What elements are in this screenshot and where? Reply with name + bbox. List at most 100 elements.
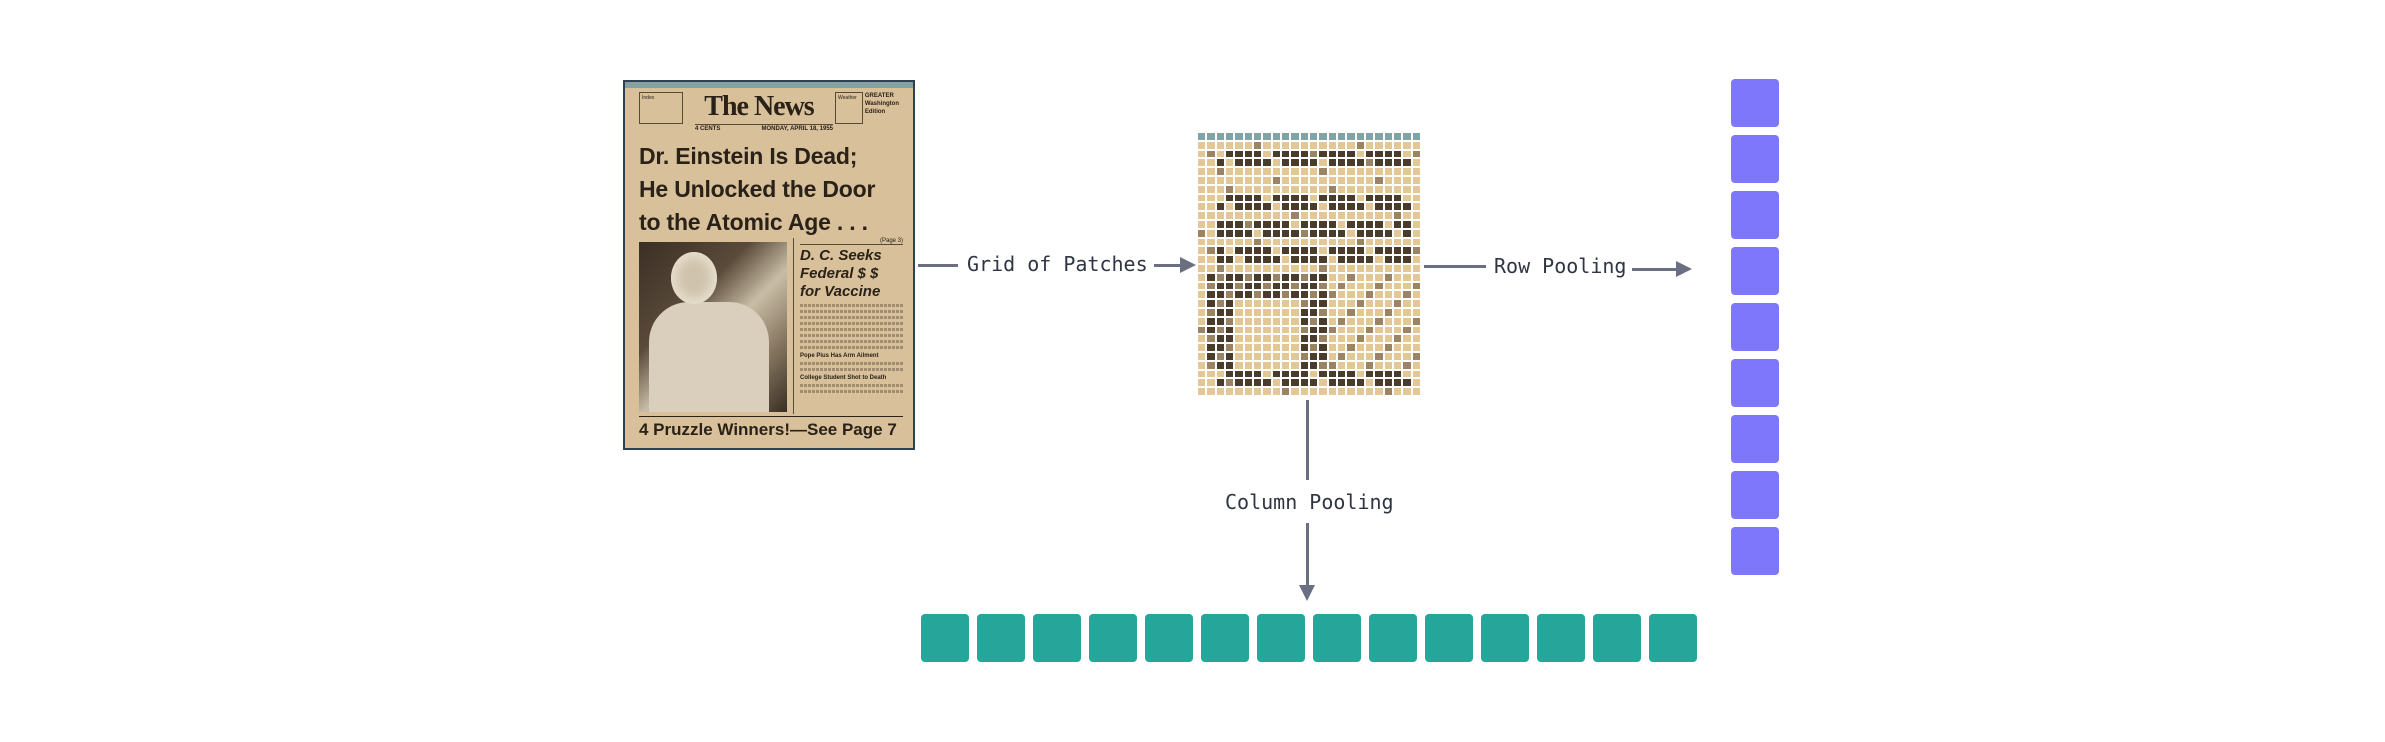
patch — [1282, 133, 1290, 140]
patch — [1403, 370, 1411, 378]
patch — [1394, 370, 1402, 378]
arrowhead-right-icon — [1676, 261, 1692, 277]
patch — [1244, 168, 1252, 175]
patch — [1300, 361, 1308, 369]
patch — [1338, 335, 1346, 343]
patch — [1254, 282, 1262, 290]
patch — [1282, 229, 1290, 237]
patch — [1282, 273, 1290, 281]
patch — [1263, 300, 1271, 307]
row-token — [1731, 79, 1779, 127]
patch — [1375, 256, 1383, 263]
patch — [1216, 203, 1224, 211]
patch — [1282, 379, 1290, 387]
patch — [1263, 388, 1271, 395]
patch — [1366, 344, 1374, 351]
patch — [1347, 194, 1355, 202]
patch — [1310, 238, 1318, 246]
patch — [1375, 247, 1383, 255]
patch — [1272, 370, 1280, 378]
patch — [1328, 185, 1336, 193]
patch — [1207, 370, 1215, 378]
patch — [1384, 133, 1392, 140]
column-token — [1537, 614, 1585, 662]
patch — [1272, 335, 1280, 343]
patch — [1403, 291, 1411, 299]
patch — [1347, 247, 1355, 255]
patch — [1282, 141, 1290, 149]
patch — [1272, 194, 1280, 202]
patch — [1207, 247, 1215, 255]
patch — [1198, 185, 1206, 193]
body-text — [800, 390, 903, 393]
patch — [1347, 141, 1355, 149]
patch — [1207, 326, 1215, 334]
patch — [1244, 159, 1252, 167]
arrow-line-row-left — [1424, 265, 1486, 268]
patch — [1338, 309, 1346, 316]
newspaper-title: The News — [704, 91, 814, 122]
patch — [1272, 309, 1280, 316]
patch — [1338, 379, 1346, 387]
patch — [1207, 177, 1215, 184]
patch — [1356, 326, 1364, 334]
patch — [1394, 361, 1402, 369]
patch — [1328, 133, 1336, 140]
patch — [1216, 221, 1224, 228]
patch — [1394, 194, 1402, 202]
patch — [1216, 265, 1224, 272]
row-token — [1731, 191, 1779, 239]
patch — [1235, 370, 1243, 378]
patch — [1254, 317, 1262, 325]
patch — [1263, 344, 1271, 351]
patch — [1254, 194, 1262, 202]
patch — [1375, 361, 1383, 369]
patch — [1198, 353, 1206, 360]
patch — [1254, 379, 1262, 387]
patch — [1272, 229, 1280, 237]
patch — [1291, 256, 1299, 263]
date: MONDAY, APRIL 18, 1955 — [761, 126, 833, 132]
row-token — [1731, 359, 1779, 407]
patch — [1235, 361, 1243, 369]
subhead: College Student Shot to Death — [800, 375, 887, 381]
patch — [1291, 133, 1299, 140]
patch — [1394, 344, 1402, 351]
patch — [1291, 238, 1299, 246]
row-token — [1731, 135, 1779, 183]
patch — [1328, 335, 1336, 343]
patch — [1244, 194, 1252, 202]
patch — [1263, 265, 1271, 272]
patch — [1384, 309, 1392, 316]
patch — [1384, 229, 1392, 237]
patch — [1216, 256, 1224, 263]
patch — [1254, 177, 1262, 184]
patch — [1356, 300, 1364, 307]
patch — [1394, 265, 1402, 272]
patch — [1216, 273, 1224, 281]
patch — [1347, 229, 1355, 237]
patch — [1394, 335, 1402, 343]
patch — [1412, 177, 1420, 184]
patch — [1291, 326, 1299, 334]
patch — [1263, 229, 1271, 237]
patch — [1356, 388, 1364, 395]
patch — [1198, 265, 1206, 272]
patch — [1254, 141, 1262, 149]
patch — [1300, 326, 1308, 334]
masthead: Index The News Weather GREATER Washingto… — [639, 92, 899, 124]
subhead: Pope Pius Has Arm Ailment — [800, 353, 879, 359]
column-token — [1033, 614, 1081, 662]
patch — [1272, 212, 1280, 219]
patch — [1300, 309, 1308, 316]
patch — [1235, 150, 1243, 158]
patch — [1310, 265, 1318, 272]
patch — [1384, 326, 1392, 334]
patch — [1310, 291, 1318, 299]
patch — [1412, 282, 1420, 290]
patch — [1366, 291, 1374, 299]
patch — [1244, 361, 1252, 369]
patch — [1366, 317, 1374, 325]
column-token — [1313, 614, 1361, 662]
body-text — [800, 310, 903, 313]
